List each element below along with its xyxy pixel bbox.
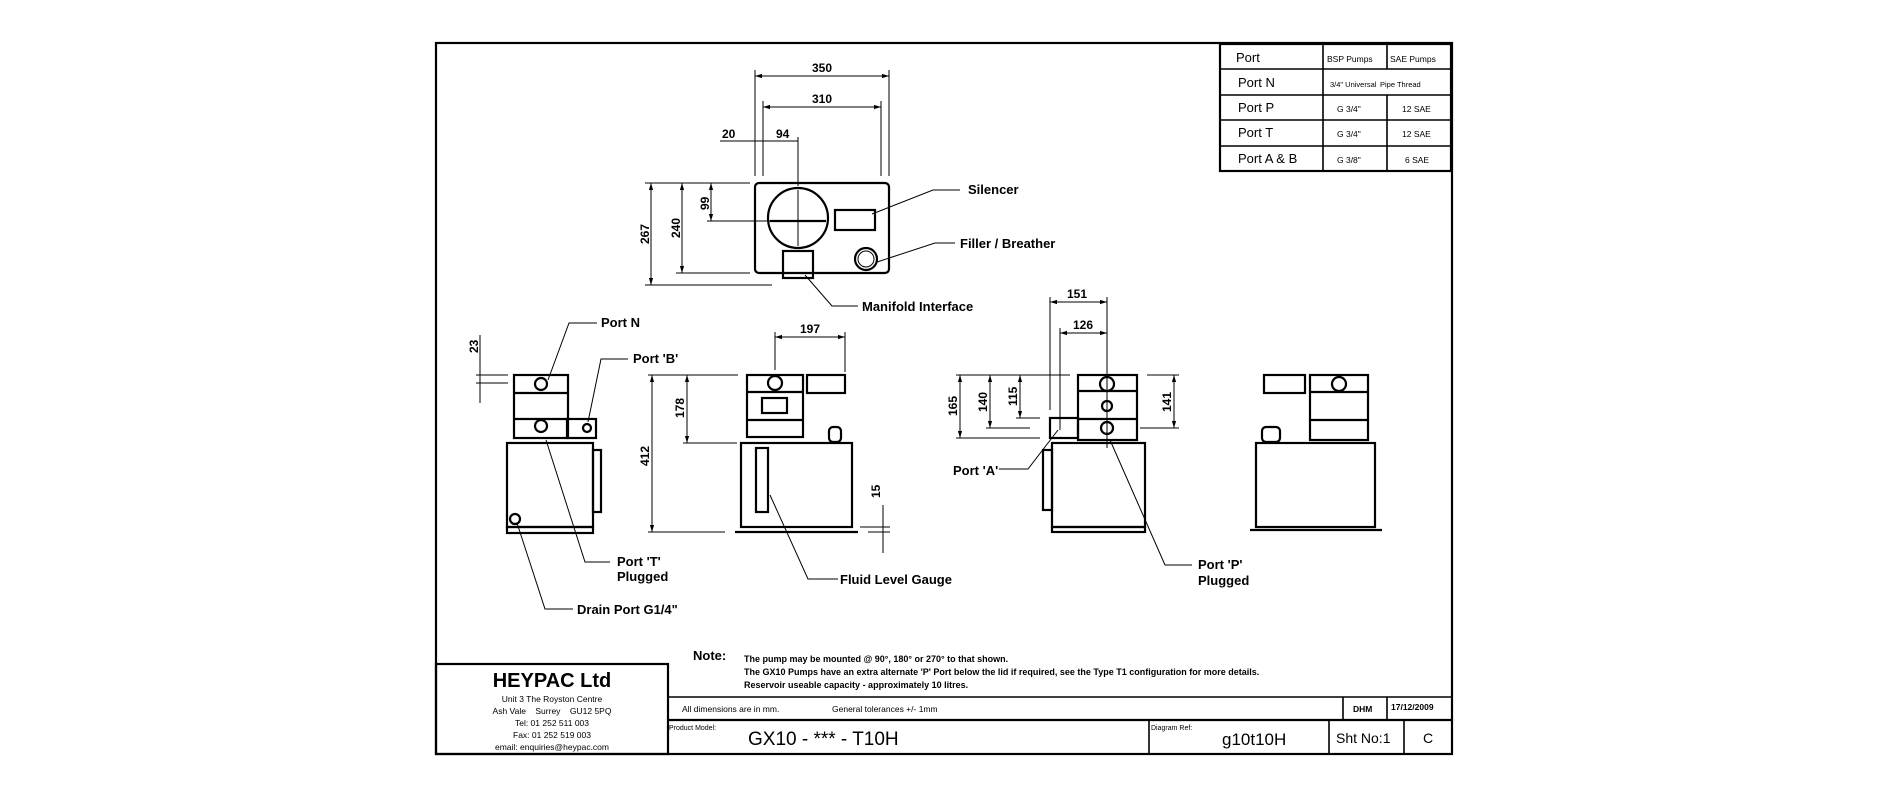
label-filler-breather: Filler / Breather: [960, 236, 1055, 251]
label-port-t-plugged: Plugged: [617, 569, 668, 584]
table-cell-bsp: G 3/4": [1337, 129, 1361, 139]
label-port-a: Port 'A': [953, 463, 998, 478]
table-cell-sae: 6 SAE: [1405, 155, 1429, 165]
product-model-label: Product Model:: [669, 725, 716, 732]
dim-126: 126: [1073, 318, 1093, 332]
diagram-ref: g10t10H: [1222, 730, 1286, 749]
dim-115: 115: [1006, 386, 1020, 406]
dim-197: 197: [800, 322, 820, 336]
table-header-sae: SAE Pumps: [1390, 54, 1436, 64]
table-cell-bsp: G 3/4": [1337, 104, 1361, 114]
company-fax: Fax: 01 252 519 003: [513, 730, 591, 740]
company-tel: Tel: 01 252 511 003: [515, 718, 589, 728]
note-label: Note:: [693, 648, 726, 663]
dim-140: 140: [976, 392, 990, 412]
diagram-ref-label: Diagram Ref:: [1151, 725, 1192, 732]
dim-151: 151: [1067, 287, 1087, 301]
label-manifold-interface: Manifold Interface: [862, 299, 973, 314]
table-cell-port: Port A & B: [1238, 151, 1297, 166]
dimensions-note: All dimensions are in mm.: [682, 704, 779, 714]
label-drain-port: Drain Port G1/4": [577, 602, 678, 617]
table-cell-sae: Pipe Thread: [1380, 80, 1421, 89]
dim-94: 94: [776, 127, 790, 141]
dim-240: 240: [669, 218, 683, 238]
title-block: HEYPAC Ltd Unit 3 The Royston Centre Ash…: [434, 662, 1452, 756]
revision: C: [1423, 730, 1433, 746]
product-model: GX10 - *** - T10H: [748, 729, 899, 750]
drawing-date: 17/12/2009: [1391, 702, 1434, 712]
dim-20: 20: [722, 127, 736, 141]
table-cell-sae: 12 SAE: [1402, 129, 1431, 139]
dim-99: 99: [698, 196, 712, 210]
dim-23: 23: [467, 339, 481, 353]
table-cell-port: Port P: [1238, 100, 1274, 115]
label-port-t: Port 'T': [617, 554, 661, 569]
company-email: email: enquiries@heypac.com: [495, 742, 609, 752]
drawn-by: DHM: [1353, 704, 1372, 714]
left-side-view: 23 Port N Port 'B' Port 'T' Plugged Drai…: [467, 315, 678, 617]
table-header-port: Port: [1236, 50, 1260, 65]
dim-412: 412: [638, 446, 652, 466]
label-port-p-plugged: Plugged: [1198, 573, 1249, 588]
rear-view: [1250, 373, 1382, 532]
company-logo: HEYPAC Ltd: [493, 670, 612, 692]
label-port-n: Port N: [601, 315, 640, 330]
port-table: Port BSP Pumps SAE Pumps Port N 3/4" Uni…: [1218, 42, 1453, 173]
notes: Note: The pump may be mounted @ 90°, 180…: [693, 648, 1259, 690]
company-address: Ash Vale Surrey GU12 5PQ: [493, 706, 612, 716]
table-cell-sae: 12 SAE: [1402, 104, 1431, 114]
label-silencer: Silencer: [968, 182, 1019, 197]
note-line: Reservoir useable capacity - approximate…: [744, 680, 968, 690]
table-cell-bsp: G 3/8": [1337, 155, 1361, 165]
right-side-view: 151 126 165 140 115 141 Port 'A' Port 'P…: [946, 287, 1249, 588]
dim-350: 350: [812, 61, 832, 75]
dim-15: 15: [869, 484, 883, 498]
tolerance-note: General tolerances +/- 1mm: [832, 704, 938, 714]
sheet-number: Sht No:1: [1336, 730, 1391, 746]
table-cell-port: Port T: [1238, 125, 1273, 140]
table-cell-bsp: 3/4" Universal: [1330, 80, 1377, 89]
sheet-frame: [434, 41, 1454, 756]
table-header-bsp: BSP Pumps: [1327, 54, 1373, 64]
table-cell-port: Port N: [1238, 75, 1275, 90]
dim-165: 165: [946, 396, 960, 416]
label-port-b: Port 'B': [633, 351, 678, 366]
label-port-p: Port 'P': [1198, 557, 1242, 572]
front-view: 197 178 412 15 Fluid Level Gauge: [638, 322, 952, 587]
dim-267: 267: [638, 224, 652, 244]
top-view: 350 310 20 94 267 240 99 Silencer Filler…: [638, 61, 1055, 314]
dim-178: 178: [673, 398, 687, 418]
note-line: The pump may be mounted @ 90°, 180° or 2…: [744, 654, 1008, 664]
dim-310: 310: [812, 92, 832, 106]
dim-141: 141: [1160, 392, 1174, 412]
note-line: The GX10 Pumps have an extra alternate '…: [744, 667, 1259, 677]
company-address: Unit 3 The Royston Centre: [502, 694, 603, 704]
label-fluid-level-gauge: Fluid Level Gauge: [840, 572, 952, 587]
